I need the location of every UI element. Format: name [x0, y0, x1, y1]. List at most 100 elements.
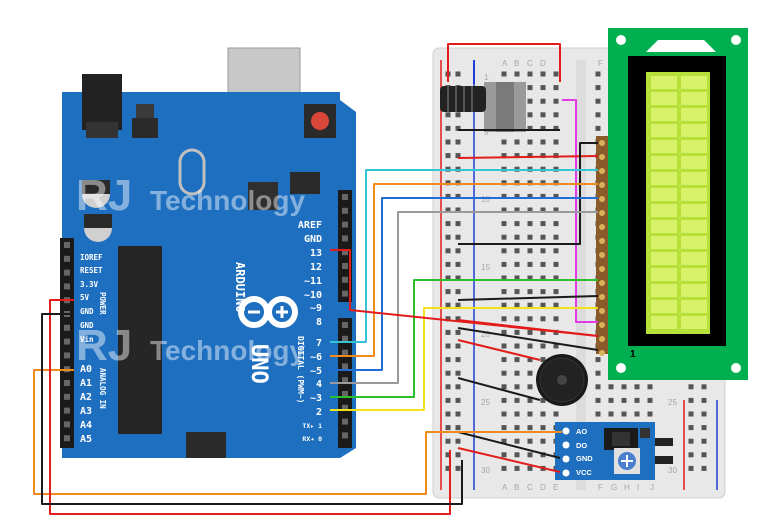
breadboard-hole	[501, 329, 507, 335]
breadboard-hole	[540, 85, 546, 91]
breadboard-hole	[688, 452, 694, 458]
breadboard-hole	[553, 85, 559, 91]
svg-text:4: 4	[316, 379, 322, 390]
svg-text:8: 8	[630, 251, 636, 262]
lcd-pin	[599, 238, 605, 244]
breadboard-hole	[701, 465, 707, 471]
breadboard-hole	[553, 221, 559, 227]
arduino-uno-board: ARDUINO UNO DIGITAL (PWM~) POWER ANALOG …	[60, 47, 356, 458]
breadboard-hole	[445, 316, 451, 322]
breadboard-hole	[540, 411, 546, 417]
breadboard-hole	[553, 71, 559, 77]
svg-text:D: D	[540, 59, 546, 68]
svg-text:A4: A4	[80, 420, 92, 431]
breadboard-hole	[527, 193, 533, 199]
breadboard-hole	[595, 357, 601, 363]
breadboard-hole	[514, 411, 520, 417]
svg-text:4: 4	[630, 307, 636, 318]
wire-black-lcd1	[457, 327, 599, 351]
breadboard-hole	[514, 370, 520, 376]
digital-pin-labels-bottom: 7 ~6 ~5 4 ~3 2 TX▸ 1 RX◂ 0	[302, 338, 322, 443]
breadboard-hole	[514, 275, 520, 281]
breadboard-hole	[701, 411, 707, 417]
breadboard-hole	[445, 357, 451, 363]
breadboard-hole	[514, 384, 520, 390]
potentiometer[interactable]	[440, 82, 526, 132]
lcd-pin	[599, 168, 605, 174]
breadboard-hole	[455, 193, 461, 199]
breadboard-hole	[445, 397, 451, 403]
breadboard-hole	[527, 343, 533, 349]
breadboard-hole	[540, 261, 546, 267]
sound-sensor-module: AO DO GND VCC	[555, 422, 673, 480]
wire-black-mod	[457, 431, 561, 459]
lcd-pin	[599, 280, 605, 286]
svg-text:2: 2	[630, 335, 636, 346]
wire-black-lcd5	[457, 295, 599, 301]
breadboard-hole	[634, 397, 640, 403]
breadboard-hole	[688, 465, 694, 471]
breadboard-hole	[553, 180, 559, 186]
breadboard-hole	[445, 139, 451, 145]
breadboard-hole	[501, 397, 507, 403]
svg-text:AREF: AREF	[298, 220, 322, 231]
breadboard-hole	[527, 71, 533, 77]
breadboard-hole	[527, 438, 533, 444]
lcd-pin	[599, 252, 605, 258]
svg-text:~10: ~10	[304, 290, 322, 301]
breadboard-hole	[501, 384, 507, 390]
breadboard-hole	[527, 98, 533, 104]
lcd-pin	[599, 294, 605, 300]
breadboard-hole	[688, 384, 694, 390]
breadboard-hole	[527, 112, 533, 118]
breadboard-hole	[553, 343, 559, 349]
wire-green	[330, 279, 598, 398]
lcd-pin-labels: 16 15 14 13 12 11 10 9 8 7 6 5 4 3 2 1	[628, 139, 640, 360]
breadboard-hole	[540, 180, 546, 186]
breadboard-hole	[527, 452, 533, 458]
digital-title: DIGITAL (PWM~)	[296, 336, 305, 403]
breadboard-hole	[540, 397, 546, 403]
breadboard-hole	[501, 289, 507, 295]
wire-orange-a0	[33, 369, 562, 495]
svg-text:J: J	[650, 483, 654, 492]
breadboard-hole	[514, 397, 520, 403]
breadboard-hole	[455, 261, 461, 267]
breadboard-hole	[445, 384, 451, 390]
breadboard-hole	[455, 384, 461, 390]
breadboard-hole	[527, 207, 533, 213]
breadboard-hole	[514, 438, 520, 444]
svg-text:6: 6	[630, 279, 636, 290]
svg-text:10: 10	[481, 195, 490, 204]
svg-text:7: 7	[316, 338, 322, 349]
breadboard-hole	[527, 316, 533, 322]
svg-text:A5: A5	[80, 434, 92, 445]
breadboard-hole	[595, 370, 601, 376]
breadboard-hole	[501, 438, 507, 444]
svg-text:15: 15	[628, 153, 640, 164]
breadboard-hole	[553, 411, 559, 417]
svg-text:C: C	[527, 483, 533, 492]
breadboard-hole	[455, 221, 461, 227]
svg-text:25: 25	[668, 398, 677, 407]
breadboard-hole	[540, 275, 546, 281]
lcd-pin	[599, 322, 605, 328]
breadboard-hole	[553, 275, 559, 281]
breadboard-hole	[608, 384, 614, 390]
breadboard-hole	[527, 289, 533, 295]
breadboard-hole	[501, 221, 507, 227]
breadboard-hole	[445, 275, 451, 281]
breadboard-hole	[445, 125, 451, 131]
breadboard-hole	[455, 275, 461, 281]
svg-text:I: I	[637, 483, 639, 492]
breadboard-hole	[595, 125, 601, 131]
breadboard-hole	[621, 384, 627, 390]
breadboard-hole	[445, 289, 451, 295]
breadboard-hole	[501, 343, 507, 349]
breadboard-hole	[514, 234, 520, 240]
breadboard-hole	[501, 248, 507, 254]
breadboard-hole	[445, 329, 451, 335]
wire-red-5v	[49, 299, 451, 515]
svg-text:A2: A2	[80, 392, 92, 403]
breadboard-hole	[540, 221, 546, 227]
